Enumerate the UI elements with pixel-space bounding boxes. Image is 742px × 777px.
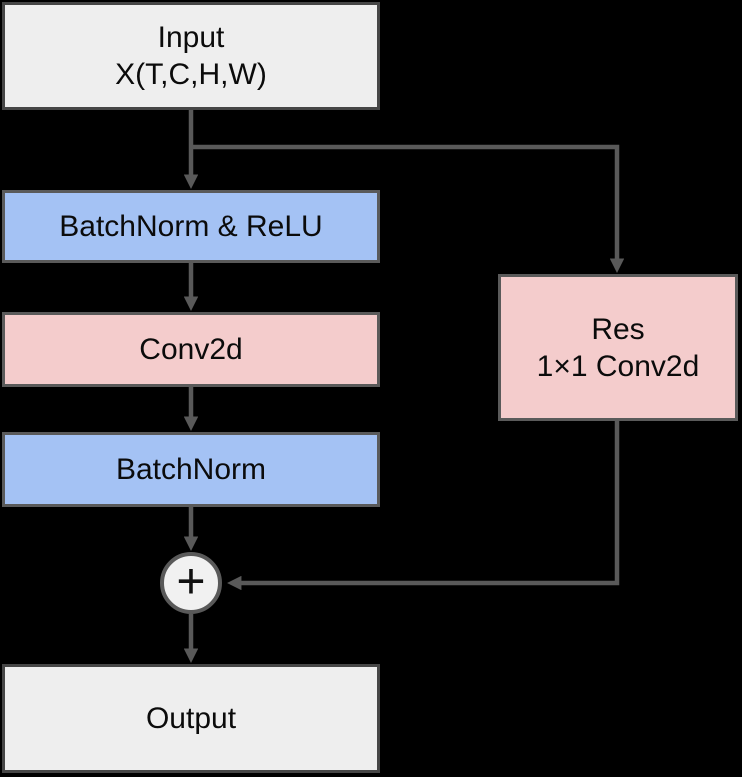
edge-input-to-res (191, 144, 625, 273)
node-input-label-line1: Input (157, 21, 225, 54)
node-res-conv-label-line1: Res (591, 312, 645, 346)
node-batchnorm-relu-label: BatchNorm & ReLU (59, 210, 323, 243)
node-conv2d-label: Conv2d (139, 333, 243, 366)
node-res-conv: Res 1×1 Conv2d (498, 274, 738, 421)
node-res-conv-label-line2: 1×1 Conv2d (536, 349, 700, 383)
node-batchnorm-label: BatchNorm (115, 453, 267, 486)
node-batchnorm-relu: BatchNorm & ReLU (2, 190, 380, 263)
node-input-label-line2: X(T,C,H,W) (115, 58, 267, 91)
add-junction: + (160, 552, 222, 614)
plus-icon: + (176, 553, 206, 609)
node-input: Input X(T,C,H,W) (2, 2, 380, 110)
node-conv2d: Conv2d (2, 312, 380, 387)
edge-res-to-add (227, 421, 620, 591)
node-output: Output (2, 664, 380, 773)
node-batchnorm: BatchNorm (2, 432, 380, 507)
node-output-label: Output (145, 702, 237, 735)
